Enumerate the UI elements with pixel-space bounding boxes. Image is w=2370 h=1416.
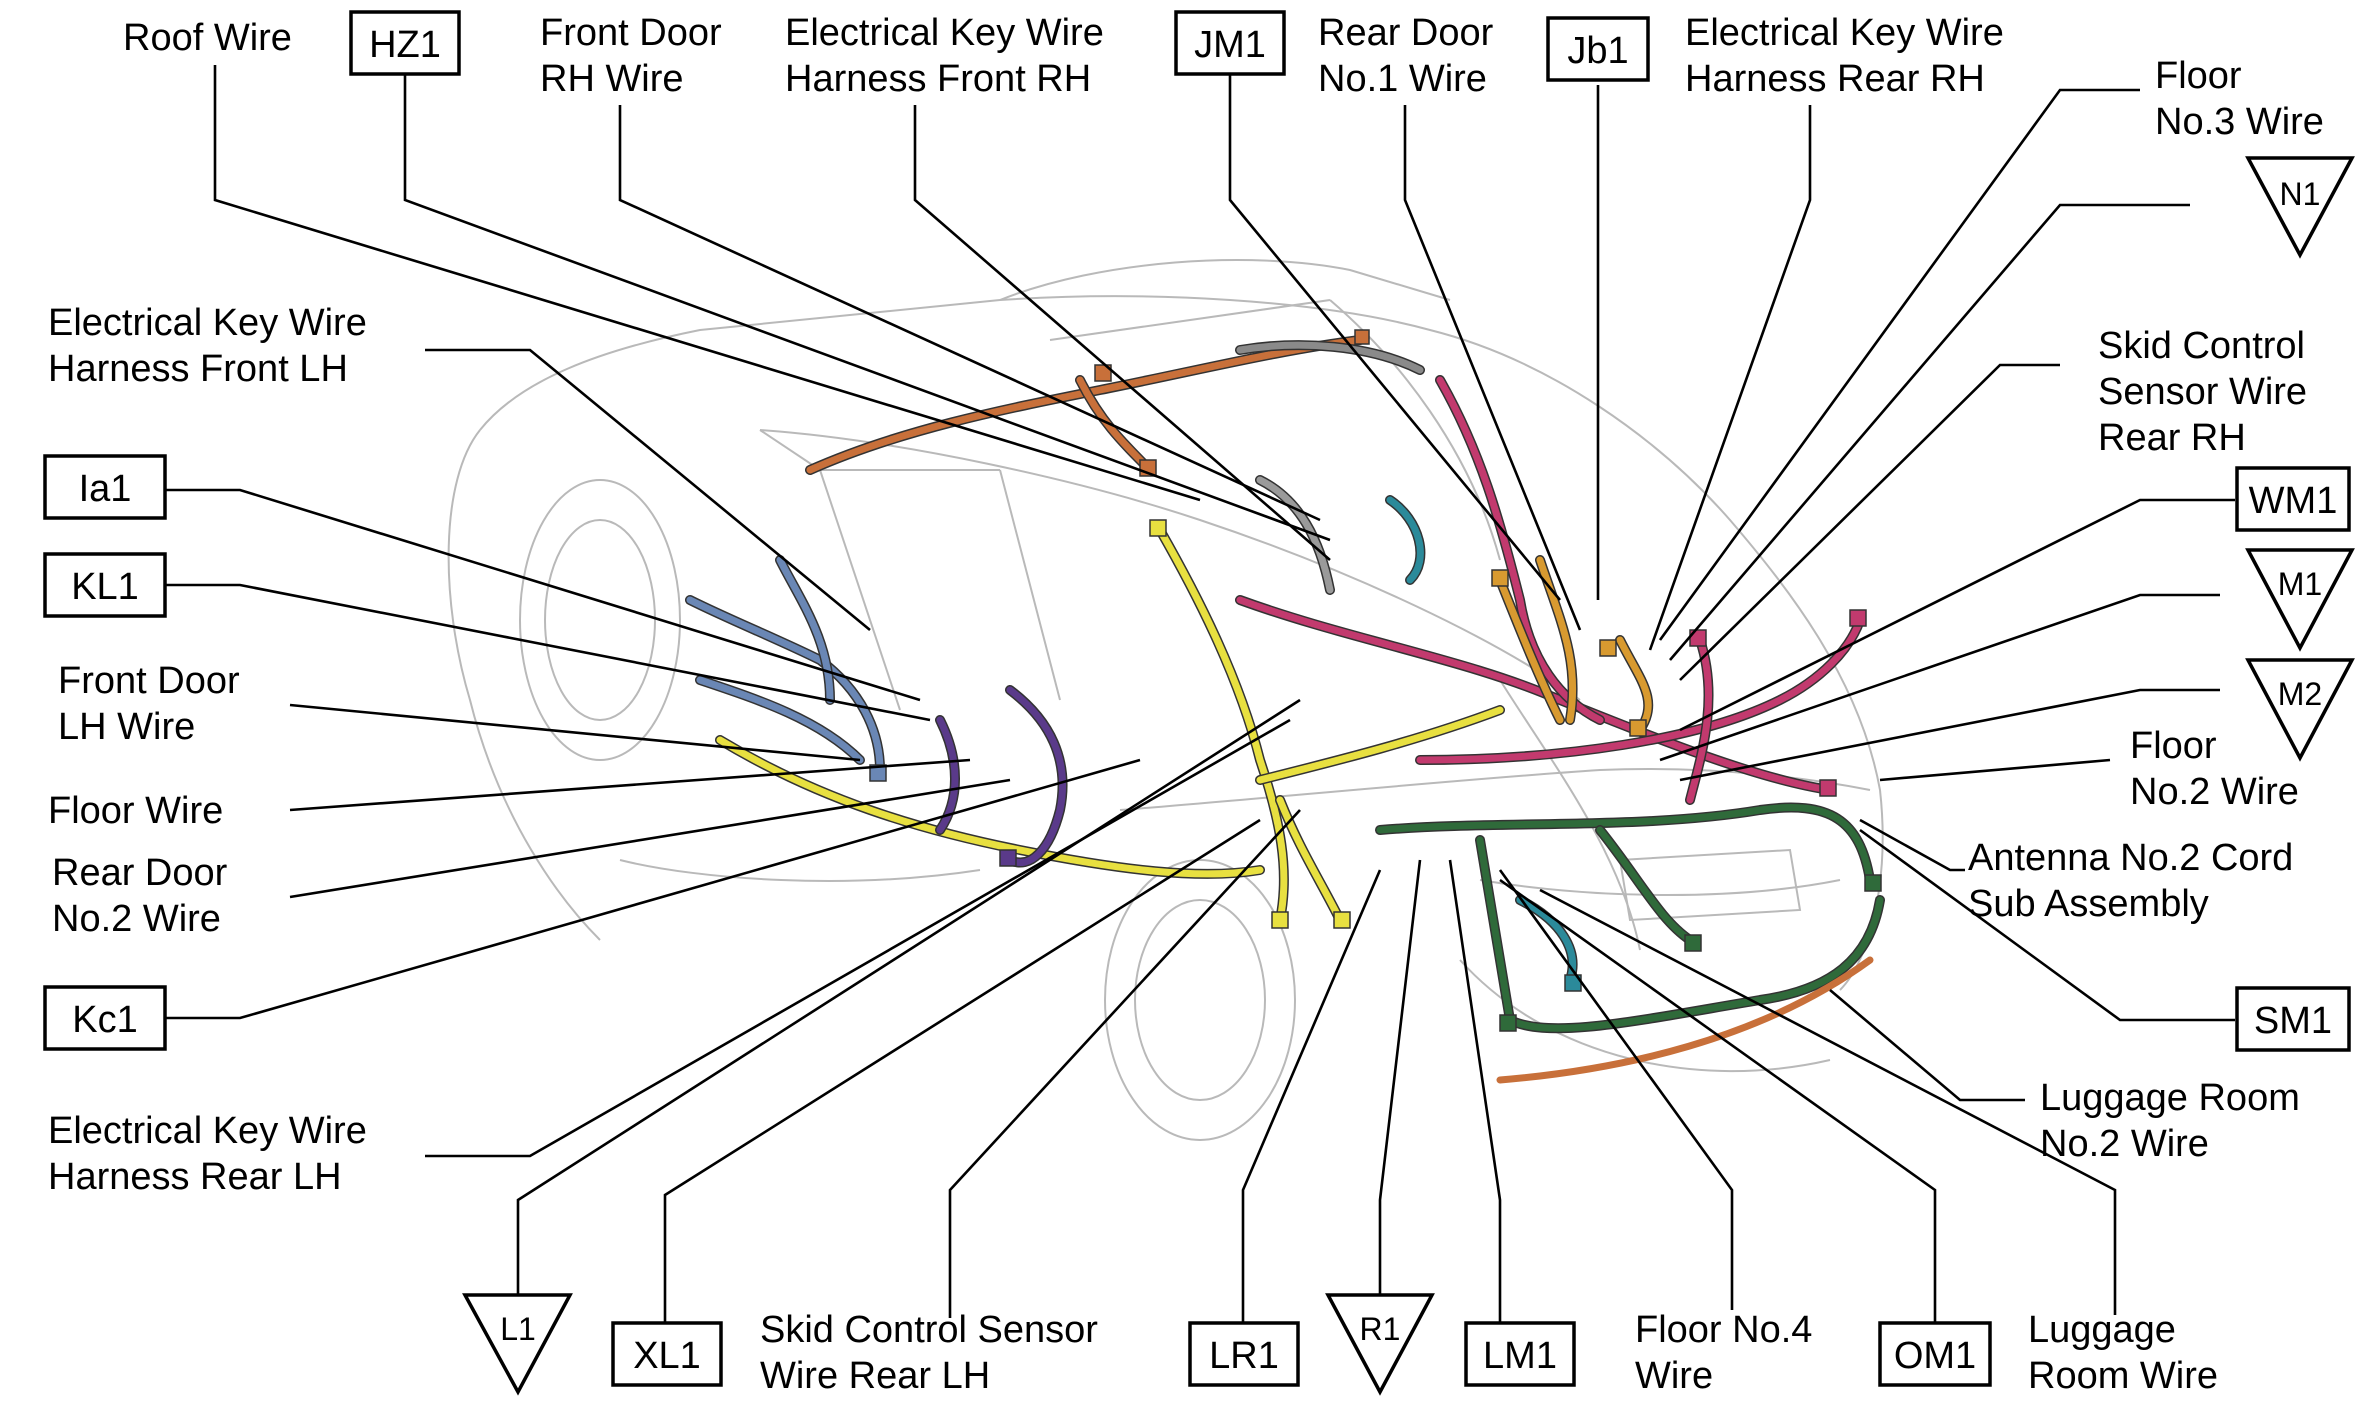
label-front-door-lh-wire: Front Door LH Wire — [58, 660, 250, 748]
svg-text:HZ1: HZ1 — [369, 24, 441, 66]
label-ekw-front-rh: Electrical Key Wire Harness Front RH — [785, 12, 1114, 100]
code-box-wm1: WM1 — [2235, 466, 2351, 532]
label-luggage-room-wire: Luggage Room Wire — [2028, 1309, 2218, 1397]
svg-text:XL1: XL1 — [633, 1335, 701, 1377]
label-rear-door-no1-wire: Rear Door No.1 Wire — [1318, 12, 1504, 100]
connector-blocks — [869, 329, 1882, 1032]
code-box-lm1: LM1 — [1464, 1321, 1576, 1387]
label-floor-no2-wire: Floor No.2 Wire — [2130, 725, 2299, 813]
triangle-connector-codes: N1 M1 M2 L1 R1 — [462, 156, 2355, 1396]
rear-door-no2-wire-harness — [1006, 686, 1067, 866]
svg-text:WM1: WM1 — [2249, 480, 2338, 522]
svg-text:N1: N1 — [2280, 176, 2321, 212]
label-ekw-front-lh: Electrical Key Wire Harness Front LH — [48, 302, 377, 390]
svg-text:SM1: SM1 — [2254, 1000, 2332, 1042]
code-box-kl1: KL1 — [43, 552, 167, 618]
code-triangle-m2: M2 — [2245, 658, 2355, 762]
leader-lines — [165, 60, 2235, 1328]
code-box-om1: OM1 — [1878, 1321, 1992, 1387]
svg-text:L1: L1 — [500, 1311, 536, 1347]
code-box-ia1: Ia1 — [43, 454, 167, 520]
svg-text:OM1: OM1 — [1894, 1335, 1976, 1377]
code-triangle-m1: M1 — [2245, 548, 2355, 652]
svg-text:Jb1: Jb1 — [1567, 30, 1628, 72]
floor-wire-harness — [716, 736, 1264, 878]
code-triangle-r1: R1 — [1325, 1293, 1435, 1396]
label-floor-wire: Floor Wire — [48, 790, 223, 832]
svg-text:Ia1: Ia1 — [79, 468, 132, 510]
svg-text:M1: M1 — [2278, 566, 2322, 602]
label-floor-no3-wire: Floor No.3 Wire — [2155, 55, 2324, 143]
label-skid-sensor-rear-lh: Skid Control Sensor Wire Rear LH — [760, 1309, 1109, 1397]
label-ekw-rear-lh: Electrical Key Wire Harness Rear LH — [48, 1110, 377, 1198]
luggage-room-wire-harness — [1376, 804, 1874, 884]
code-box-lr1: LR1 — [1188, 1321, 1300, 1387]
svg-text:LR1: LR1 — [1209, 1335, 1279, 1377]
code-box-hz1: HZ1 — [349, 10, 461, 76]
svg-text:Kc1: Kc1 — [72, 999, 137, 1041]
code-triangle-l1: L1 — [462, 1293, 573, 1396]
floor-no2-wire-harness — [1236, 596, 1834, 794]
svg-text:R1: R1 — [1360, 1311, 1401, 1347]
svg-text:JM1: JM1 — [1194, 24, 1266, 66]
front-door-lh-wire-harness — [686, 596, 884, 774]
code-box-jb1: Jb1 — [1546, 16, 1650, 82]
label-skid-sensor-rear-rh: Skid Control Sensor Wire Rear RH — [2098, 325, 2318, 459]
code-box-sm1: SM1 — [2235, 986, 2351, 1052]
code-triangle-n1: N1 — [2245, 156, 2355, 259]
svg-text:M2: M2 — [2278, 676, 2322, 712]
boxed-connector-codes: HZ1 JM1 Jb1 Ia1 KL1 WM1 Kc1 SM1 — [43, 10, 2351, 1387]
code-box-kc1: Kc1 — [43, 985, 167, 1051]
luggage-room-no2-wire-harness — [1496, 956, 1874, 1084]
label-ekw-rear-rh: Electrical Key Wire Harness Rear RH — [1685, 12, 2014, 100]
svg-text:LM1: LM1 — [1483, 1335, 1557, 1377]
label-roof-wire: Roof Wire — [123, 17, 292, 59]
label-front-door-rh-wire: Front Door RH Wire — [540, 12, 732, 100]
svg-text:KL1: KL1 — [71, 566, 139, 608]
wire-harnesses — [685, 329, 1885, 1084]
code-box-xl1: XL1 — [611, 1321, 723, 1387]
label-floor-no4-wire: Floor No.4 Wire — [1635, 1309, 1823, 1397]
roof-wire-harness — [806, 336, 1364, 474]
wire-name-labels: Roof Wire Front Door RH Wire Electrical … — [48, 12, 2324, 1397]
label-antenna-no2-cord: Antenna No.2 Cord Sub Assembly — [1968, 837, 2304, 925]
car-body-outline — [447, 259, 1884, 1141]
code-box-jm1: JM1 — [1174, 10, 1286, 76]
label-rear-door-no2-wire: Rear Door No.2 Wire — [52, 852, 238, 940]
label-luggage-room-no2-wire: Luggage Room No.2 Wire — [2040, 1077, 2310, 1165]
